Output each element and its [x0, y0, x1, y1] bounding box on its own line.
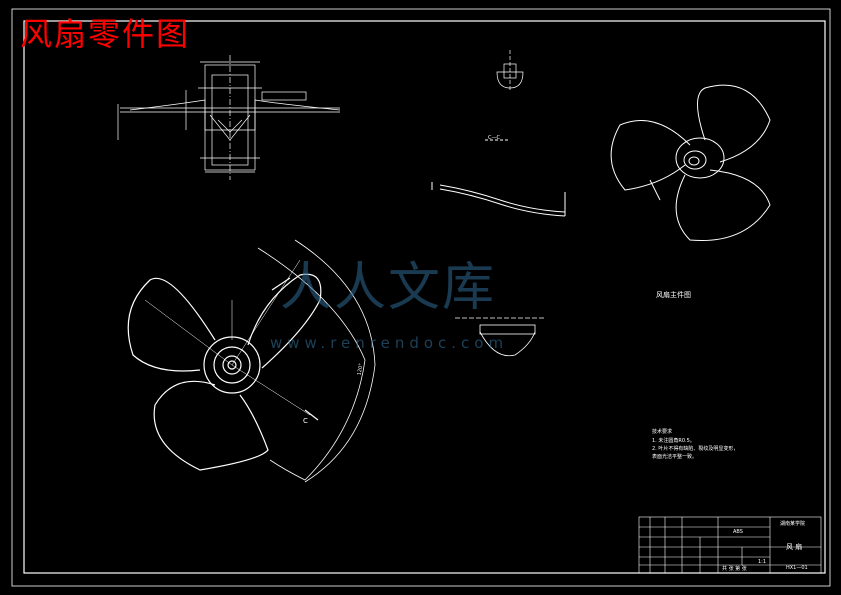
- tech-req-item: 表面光洁平整一致。: [652, 454, 698, 460]
- blade-cross-section: [455, 317, 545, 357]
- tech-requirements: 技术要求 1. 未注圆角R0.5。 2. 叶片不得有缺陷、裂纹及明显变形， 表面…: [652, 430, 738, 460]
- outer-border: [11, 8, 831, 587]
- hole-detail-view: [496, 50, 524, 92]
- title-block: [638, 516, 822, 574]
- watermark-url: www.renrendoc.com: [270, 334, 509, 352]
- blade-profile-section: [431, 139, 566, 217]
- tech-req-item: 1. 未注圆角R0.5。: [652, 438, 695, 444]
- section-cut-label: C—C: [488, 135, 500, 141]
- main-view-label: 风扇主件图: [656, 291, 691, 299]
- drawing-title: 风扇零件图: [20, 15, 191, 53]
- fan-iso-view: [610, 84, 771, 242]
- inner-border: [23, 20, 826, 574]
- part-name: 风 扇: [786, 543, 803, 551]
- hub-section-view: [117, 55, 341, 180]
- fan-front-view: [127, 239, 376, 483]
- sheet-label: 共 张 第 张: [722, 566, 747, 572]
- org-label: 湖南某学院: [780, 521, 806, 527]
- material-label: ABS: [733, 529, 743, 535]
- tech-req-title: 技术要求: [652, 429, 673, 435]
- tech-req-item: 2. 叶片不得有缺陷、裂纹及明显变形，: [652, 446, 739, 452]
- section-label: C: [303, 417, 308, 425]
- watermark-text: 人人文库: [280, 258, 497, 318]
- scale-label: 1:1: [758, 559, 767, 565]
- drawing-number: HX1—01: [786, 565, 808, 571]
